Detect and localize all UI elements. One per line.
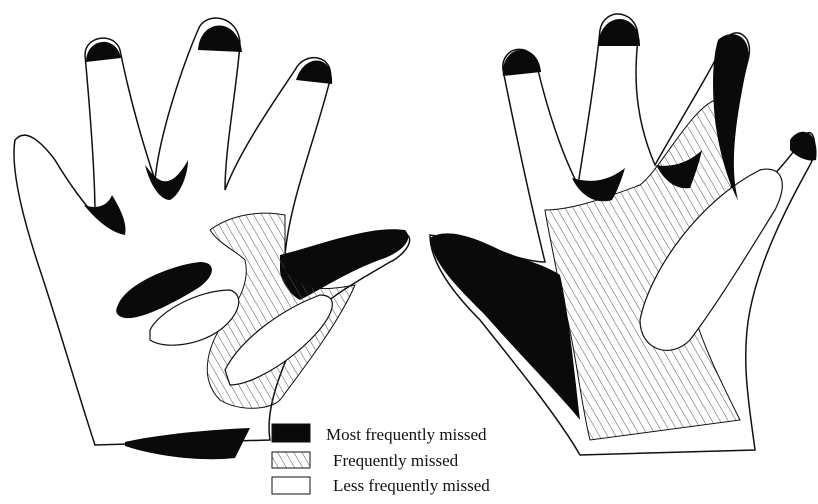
- legend: Most frequently missed Frequently missed…: [272, 424, 490, 495]
- left-hand-palm: [14, 18, 410, 459]
- right-hand-back: [430, 14, 817, 455]
- legend-swatch-less: [272, 477, 310, 494]
- legend-label-frequent: Frequently missed: [333, 451, 459, 470]
- legend-label-less: Less frequently missed: [333, 476, 490, 495]
- legend-swatch-frequent: [272, 452, 310, 468]
- legend-label-most: Most frequently missed: [326, 425, 487, 444]
- legend-swatch-most: [272, 424, 310, 442]
